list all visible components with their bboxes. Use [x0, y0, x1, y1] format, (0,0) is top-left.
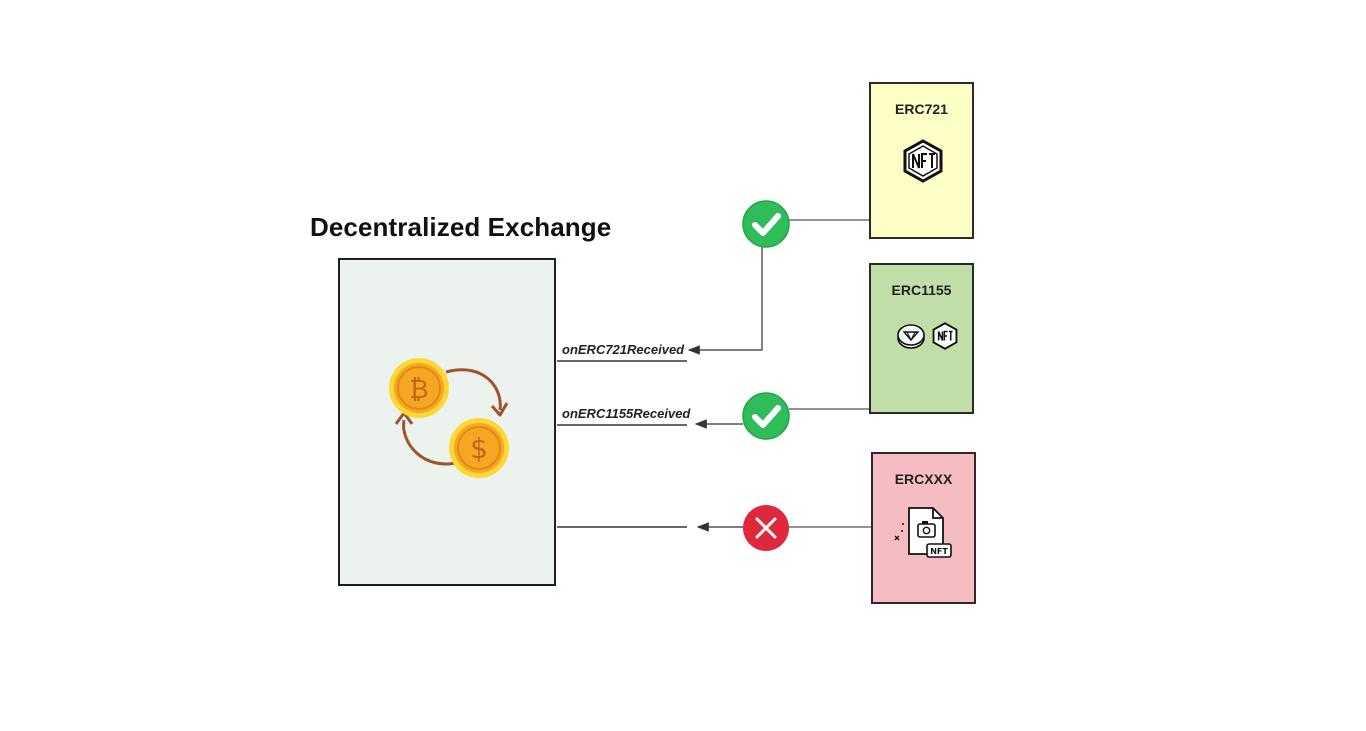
cross-icon — [743, 505, 789, 551]
nft-hexagon-icon — [903, 139, 943, 183]
token-label-erc721: ERC721 — [895, 101, 948, 117]
crypto-swap-icon: ₿ $ — [389, 358, 509, 478]
check-icon — [742, 392, 790, 440]
hook-label-erc721: onERC721Received — [562, 342, 685, 357]
svg-text:₿: ₿ — [409, 375, 428, 405]
svg-text:$: $ — [470, 432, 488, 465]
token-box-erc1155: ERC1155 — [869, 263, 974, 414]
svg-text:NFT: NFT — [930, 547, 948, 556]
coin-icon — [897, 324, 925, 349]
check-icon — [742, 200, 790, 248]
hook-label-erc1155: onERC1155Received — [562, 406, 691, 421]
diagram-title: Decentralized Exchange — [310, 212, 612, 242]
nft-hexagon-icon — [932, 322, 958, 350]
token-box-ercxxx: ERCXXX NFT — [871, 452, 976, 604]
token-box-erc721: ERC721 — [869, 82, 974, 239]
exchange-box: ₿ $ — [338, 258, 556, 586]
token-label-erc1155: ERC1155 — [891, 282, 952, 298]
nft-file-icon: NFT — [894, 507, 952, 558]
token-label-ercxxx: ERCXXX — [894, 471, 953, 487]
